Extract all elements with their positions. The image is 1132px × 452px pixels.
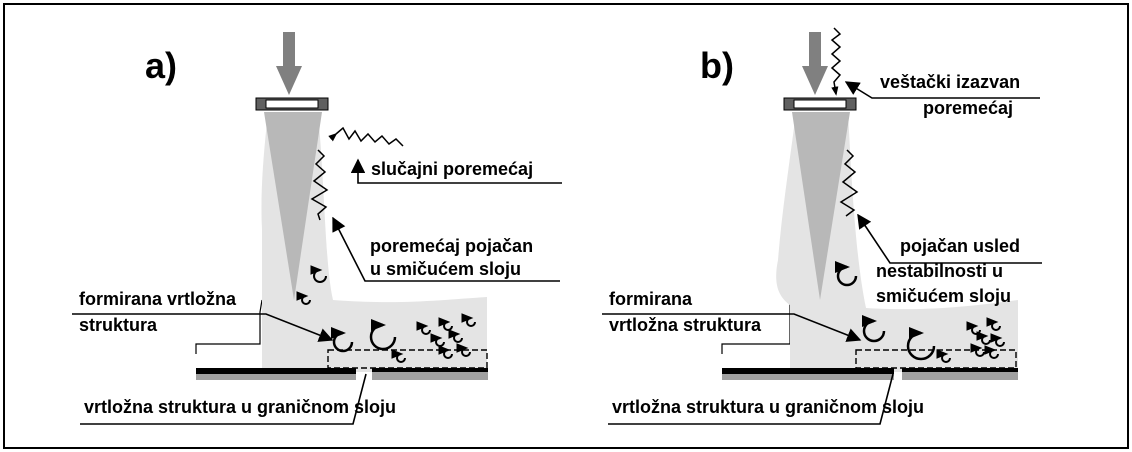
panel-a-plate-right-shade	[372, 372, 488, 380]
panel-a-inflow-arrow-icon	[276, 32, 302, 95]
panel-b-letter: b)	[700, 45, 734, 86]
panel-a-jet-core	[264, 112, 322, 300]
panel-b-label-amplified-2: nestabilnosti u	[876, 261, 1003, 281]
panel-b-label-formed-1: formirana	[609, 289, 693, 309]
panel-a-label-random-disturbance: slučajni poremećaj	[371, 159, 533, 179]
panel-a-random-disturbance-wave	[328, 126, 404, 147]
panel-b-plate-left	[722, 368, 894, 374]
panel-a-boundary-box	[327, 349, 488, 369]
panel-a-plate-left	[196, 368, 356, 374]
panel-b-leaders	[602, 81, 1042, 425]
panel-a-plate-left-shade	[196, 374, 356, 380]
panel-a-label-amplified-1: poremećaj pojačan	[370, 236, 533, 256]
panel-b-label-induced-2: poremećaj	[923, 98, 1013, 118]
panel-a-amplified-wave	[310, 149, 329, 221]
panel-b-jet-core	[792, 112, 850, 300]
panel-b-nozzle-opening	[793, 99, 847, 109]
panel-b-label-amplified-3: smičućem sloju	[876, 286, 1011, 306]
panel-b-label-boundary: vrtložna struktura u graničnom sloju	[612, 397, 924, 417]
panel-b-amplified-wave	[839, 149, 859, 217]
panel-b-boundary-box	[855, 349, 1017, 369]
panel-b-label-amplified-1: pojačan usled	[900, 236, 1020, 256]
panel-a-label-formed-2: struktura	[79, 315, 158, 335]
panel-b-eddies	[834, 261, 1005, 363]
panel-b-label-formed-2: vrtložna struktura	[609, 315, 762, 335]
panel-a-leaders	[72, 158, 562, 425]
panel-a-label-formed-1: formirana vrtložna	[79, 289, 237, 309]
panel-b-plate-left-shade	[722, 374, 894, 380]
panel-b-label-induced-1: veštački izazvan	[880, 72, 1020, 92]
panel-a: a)	[72, 32, 562, 425]
panel-a-eddies	[296, 265, 476, 363]
panel-a-plate-right	[372, 368, 488, 372]
panel-a-label-boundary: vrtložna struktura u graničnom sloju	[84, 397, 396, 417]
panel-a-label-amplified-2: u smičućem sloju	[370, 259, 521, 279]
panel-b-inflow-arrow-icon	[802, 32, 828, 95]
panel-b: b)	[602, 27, 1042, 425]
panel-a-nozzle-opening	[265, 99, 319, 109]
panel-b-induced-wave	[830, 27, 842, 96]
panel-a-wall	[195, 299, 263, 354]
panel-b-plate-right	[902, 368, 1018, 372]
panel-b-plate-right-shade	[902, 372, 1018, 380]
panel-a-letter: a)	[145, 45, 177, 86]
